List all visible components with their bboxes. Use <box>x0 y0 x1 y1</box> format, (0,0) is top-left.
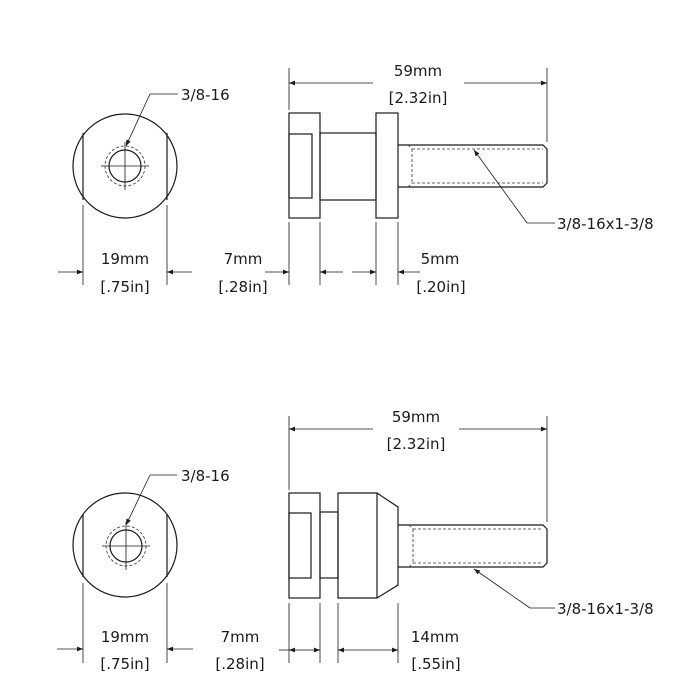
flange <box>375 112 399 219</box>
neck <box>319 132 377 201</box>
head-mm: 7mm <box>224 250 263 268</box>
outer-circle <box>72 113 178 219</box>
body-in: [.55in] <box>411 655 460 673</box>
head-in: [.28in] <box>218 278 267 296</box>
leader-arrow <box>125 474 151 526</box>
thread-runout <box>407 182 413 188</box>
outer-circle <box>72 492 178 598</box>
head-recess <box>288 512 312 579</box>
head-mm: 7mm <box>221 628 260 646</box>
threaded-stud <box>398 524 548 568</box>
bolt-callout: 3/8-16x1-3/8 <box>557 600 654 618</box>
bottom-front-view: 3/8-16 19mm [.75in] <box>57 467 230 673</box>
overall-mm: 59mm <box>394 62 442 80</box>
thread-runout <box>407 144 413 150</box>
neck <box>319 511 339 579</box>
width-in: [.75in] <box>100 655 149 673</box>
flange-in: [.20in] <box>416 278 465 296</box>
head-recess <box>288 133 313 199</box>
bottom-side-view: 59mm [2.32in] 3/8-16x1-3/8 7mm [.28in] 1… <box>215 408 653 673</box>
thread-runout <box>408 562 414 568</box>
overall-in: [2.32in] <box>389 89 448 107</box>
body-mm: 14mm <box>411 628 459 646</box>
top-side-view: 59mm [2.32in] 3/8-16x1-3/8 7mm [.28in] 5… <box>218 62 653 296</box>
width-in: [.75in] <box>100 278 149 296</box>
leader-arrow <box>473 568 531 609</box>
thread-callout: 3/8-16 <box>181 467 230 485</box>
width-mm: 19mm <box>101 250 149 268</box>
bolt-callout: 3/8-16x1-3/8 <box>557 215 654 233</box>
tapered-body <box>337 492 399 599</box>
head <box>288 112 321 219</box>
width-mm: 19mm <box>101 628 149 646</box>
head-in: [.28in] <box>215 655 264 673</box>
thread-callout: 3/8-16 <box>181 86 230 104</box>
head <box>288 492 321 599</box>
thread-runout <box>408 524 414 530</box>
leader-arrow <box>473 149 528 224</box>
threaded-stud <box>398 144 548 188</box>
leader-arrow <box>125 93 151 147</box>
overall-in: [2.32in] <box>387 435 446 453</box>
top-front-view: 3/8-16 19mm [.75in] <box>58 86 230 296</box>
flange-mm: 5mm <box>421 250 460 268</box>
overall-mm: 59mm <box>392 408 440 426</box>
